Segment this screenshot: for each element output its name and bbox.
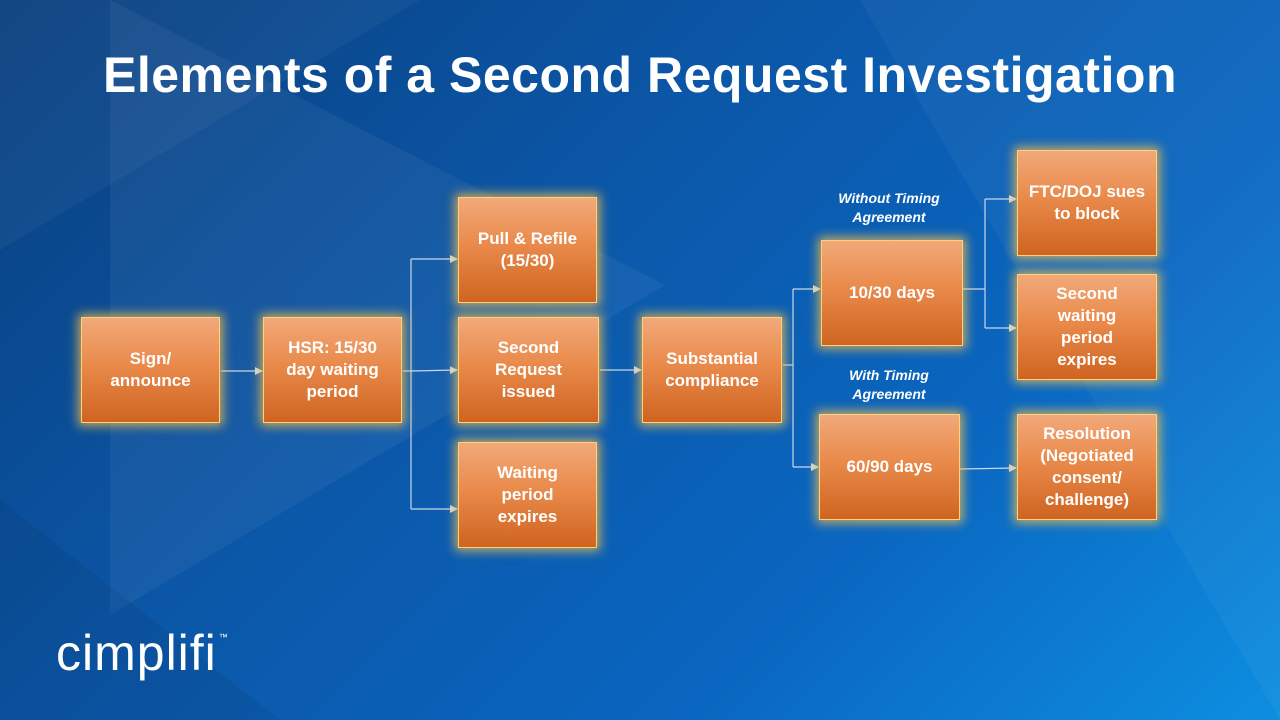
node-label: Sign/ announce — [110, 349, 191, 390]
trademark-mark: ™ — [218, 632, 229, 642]
node-label: Pull & Refile (15/30) — [477, 229, 578, 270]
node-sign-announce: Sign/ announce — [81, 317, 220, 423]
node-label: FTC/DOJ sues to block — [1028, 182, 1146, 223]
node-second-request-issued: Second Request issued — [458, 317, 599, 423]
node-label: Substantial compliance — [665, 349, 759, 390]
node-label: 10/30 days — [848, 283, 935, 302]
page-title: Elements of a Second Request Investigati… — [102, 47, 1177, 103]
node-pull-refile: Pull & Refile (15/30) — [458, 197, 597, 303]
connector-sixty-resolution — [959, 464, 1017, 473]
connector-to-second-request — [410, 366, 458, 375]
node-label: 60/90 days — [846, 457, 933, 476]
note-without-timing-agreement: Without Timing Agreement — [838, 190, 940, 225]
node-label: Waiting period expires — [497, 463, 558, 526]
node-label: Resolution (Negotiated consent/ challeng… — [1040, 424, 1134, 509]
node-second-waiting-period-expires: Second waiting period expires — [1017, 274, 1157, 380]
node-ten-thirty-days: 10/30 days — [821, 240, 963, 346]
node-waiting-period-expires: Waiting period expires — [458, 442, 597, 548]
node-label: Second Request issued — [494, 338, 563, 401]
node-sixty-ninety-days: 60/90 days — [819, 414, 960, 520]
note-with-timing-agreement: With Timing Agreement — [849, 367, 929, 402]
node-substantial-compliance: Substantial compliance — [642, 317, 782, 423]
node-resolution: Resolution (Negotiated consent/ challeng… — [1017, 414, 1157, 520]
node-hsr-waiting-period: HSR: 15/30 day waiting period — [263, 317, 402, 423]
logo-text: cimplifi — [56, 625, 217, 681]
node-ftc-doj-sues: FTC/DOJ sues to block — [1017, 150, 1157, 256]
node-label: HSR: 15/30 day waiting period — [286, 338, 379, 401]
node-label: Second waiting period expires — [1056, 284, 1118, 369]
